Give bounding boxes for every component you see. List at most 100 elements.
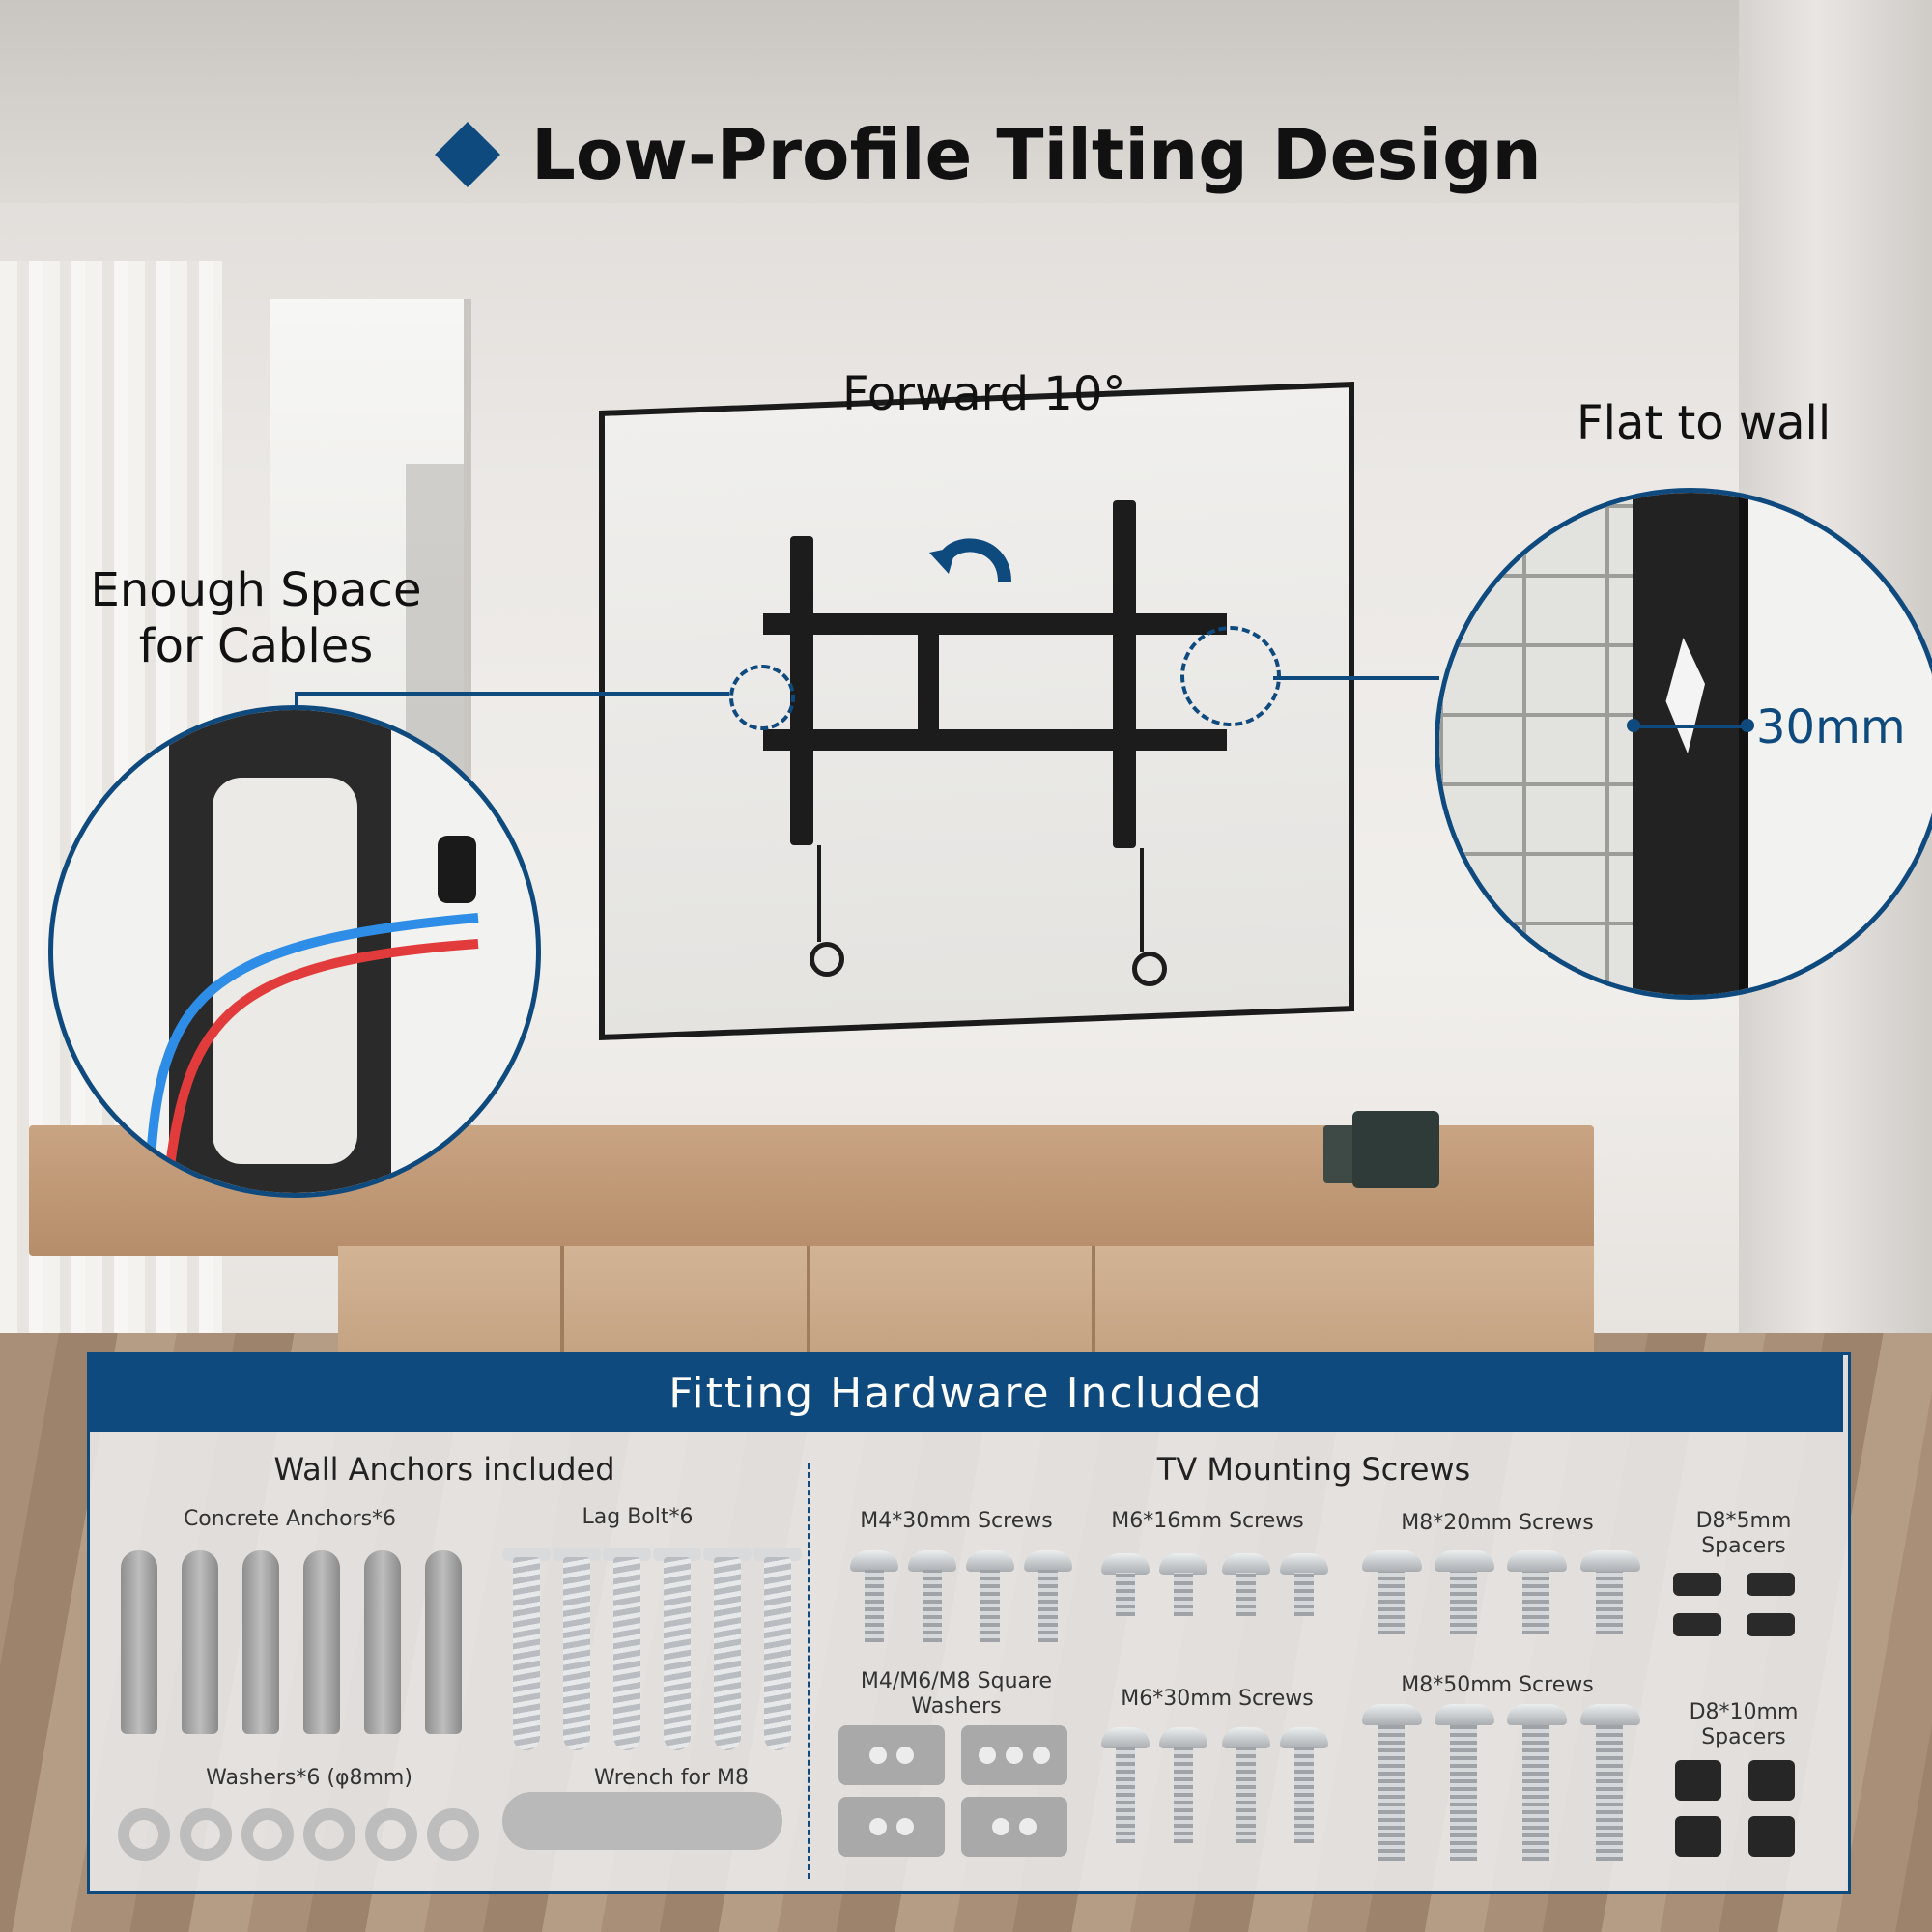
safety-cord-right <box>1140 848 1144 952</box>
m4-screw <box>923 1570 942 1642</box>
cabinet-seam <box>1092 1246 1095 1372</box>
m8-20-screw <box>1596 1572 1623 1634</box>
m4-30-label: M4*30mm Screws <box>860 1509 1053 1533</box>
mount-center-post <box>918 613 939 749</box>
m6-16-screw-head <box>1101 1553 1150 1575</box>
concrete-anchor <box>242 1550 279 1734</box>
d8-5-spacer <box>1747 1573 1795 1596</box>
tv-screws-title: TV Mounting Screws <box>1156 1451 1471 1488</box>
wrench <box>502 1792 782 1850</box>
safety-hook-left <box>810 942 844 977</box>
highlight-right-gap <box>1180 626 1281 726</box>
gap-measure-line <box>1633 724 1748 728</box>
washer <box>303 1808 355 1861</box>
lag-bolt <box>664 1557 691 1750</box>
m6-16-screw <box>1294 1573 1314 1616</box>
d8-10-label: D8*10mm Spacers <box>1689 1700 1799 1749</box>
cable-space-label: Enough Space for Cables <box>90 563 422 673</box>
m4-screw-head <box>850 1550 898 1572</box>
m4-screw-head <box>1024 1550 1072 1572</box>
m8-50-screw-head <box>1362 1704 1422 1725</box>
washer <box>180 1808 232 1861</box>
m6-16-screw <box>1116 1573 1135 1616</box>
square-washer <box>838 1797 945 1857</box>
wrench-label: Wrench for M8 <box>593 1766 750 1790</box>
mount-bottom-bar <box>763 729 1227 751</box>
washer <box>427 1808 479 1861</box>
decor-candle <box>1352 1111 1439 1188</box>
m8-50-screw <box>1378 1725 1405 1861</box>
m6-16-screw-head <box>1222 1553 1270 1575</box>
brick-wall <box>1439 493 1633 995</box>
tilt-knob <box>438 836 476 903</box>
washer <box>242 1808 294 1861</box>
m8-20-screw <box>1378 1572 1405 1634</box>
m8-20-screw-head <box>1435 1550 1494 1572</box>
safety-hook-right <box>1132 952 1167 986</box>
m4-screw-head <box>908 1550 956 1572</box>
d8-5-spacer <box>1673 1573 1721 1596</box>
diamond-icon <box>435 122 500 187</box>
m6-30-screw <box>1116 1747 1135 1843</box>
tv-back-edge <box>1739 493 1748 995</box>
m8-50-screw <box>1450 1725 1477 1861</box>
m8-20-screw-head <box>1580 1550 1640 1572</box>
wall-anchors-title: Wall Anchors included <box>273 1451 615 1488</box>
concrete-anchor <box>182 1550 218 1734</box>
d8-5-spacer <box>1747 1613 1795 1636</box>
gap-measurement: 30mm <box>1756 700 1906 754</box>
m6-30-label: M6*30mm Screws <box>1121 1687 1314 1711</box>
d8-5-spacer <box>1673 1613 1721 1636</box>
d8-10-spacer <box>1675 1816 1721 1857</box>
concrete-anchor <box>425 1550 462 1734</box>
lag-bolt <box>714 1557 741 1750</box>
ceiling <box>0 0 1932 203</box>
m8-50-screw-head <box>1507 1704 1567 1725</box>
square-washer <box>961 1725 1067 1785</box>
panel-divider <box>808 1463 810 1879</box>
m6-16-screw-head <box>1159 1553 1208 1575</box>
washer <box>365 1808 417 1861</box>
concrete-anchors-label: Concrete Anchors*6 <box>183 1507 397 1531</box>
m6-16-label: M6*16mm Screws <box>1111 1509 1304 1533</box>
concrete-anchor <box>121 1550 157 1734</box>
m4-screw <box>980 1570 1000 1642</box>
cable-wires <box>145 913 479 1175</box>
mount-top-bar <box>763 613 1227 635</box>
m6-30-screw-head <box>1101 1727 1150 1748</box>
lag-bolt <box>563 1557 590 1750</box>
tilt-arrow-icon <box>929 538 1011 582</box>
connector-right-h <box>1273 676 1439 680</box>
hardware-header: Fitting Hardware Included <box>89 1354 1843 1432</box>
mount-right-rail <box>1113 500 1136 848</box>
tv-cabinet-body <box>338 1246 1594 1372</box>
m4-screw <box>1038 1570 1058 1642</box>
m6-16-screw <box>1236 1573 1256 1616</box>
d8-5-label: D8*5mm Spacers <box>1695 1509 1792 1558</box>
gap-marker-left <box>1627 719 1640 732</box>
d8-10-spacer <box>1748 1760 1795 1801</box>
lag-bolt <box>764 1557 791 1750</box>
flat-to-wall-label: Flat to wall <box>1577 396 1832 450</box>
concrete-anchor <box>303 1550 340 1734</box>
m4-screw-head <box>966 1550 1014 1572</box>
lag-bolt <box>513 1557 540 1750</box>
washers-label: Washers*6 (φ8mm) <box>206 1766 412 1790</box>
d8-10-spacer <box>1675 1760 1721 1801</box>
m8-50-screw-head <box>1435 1704 1494 1725</box>
square-washers-label: M4/M6/M8 Square Washers <box>860 1669 1053 1719</box>
m8-20-screw-head <box>1507 1550 1567 1572</box>
lag-bolt-label: Lag Bolt*6 <box>582 1505 694 1529</box>
d8-10-spacer <box>1748 1816 1795 1857</box>
cabinet-seam <box>807 1246 810 1372</box>
page-title: Low-Profile Tilting Design <box>531 114 1542 195</box>
m6-30-screw-head <box>1222 1727 1270 1748</box>
m6-30-screw <box>1236 1747 1256 1843</box>
m8-20-screw-head <box>1362 1550 1422 1572</box>
square-washer <box>838 1725 945 1785</box>
square-washer <box>961 1797 1067 1857</box>
concrete-anchor <box>364 1550 401 1734</box>
zoom-cables <box>48 705 541 1198</box>
m4-screw <box>865 1570 884 1642</box>
safety-cord-left <box>817 845 821 942</box>
